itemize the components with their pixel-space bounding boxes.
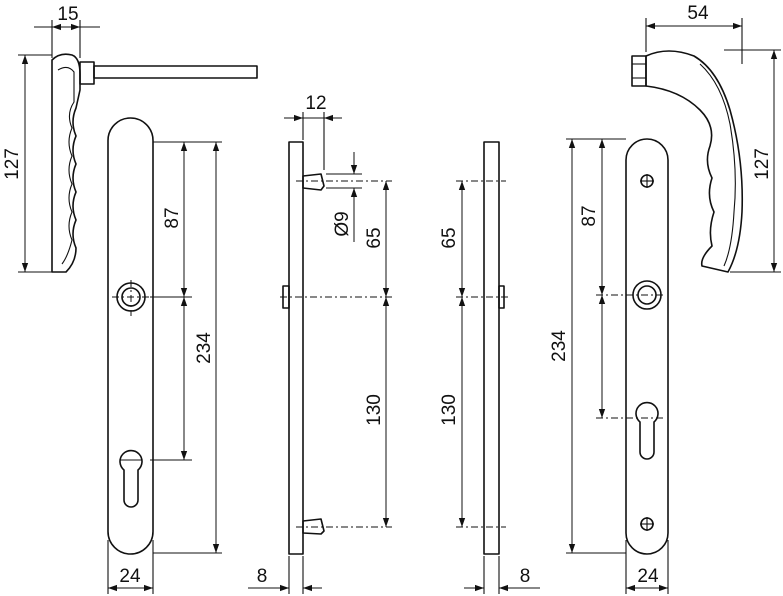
center-left-backplate-side-view: [280, 141, 392, 555]
dim-plate-thickness-left: 8: [248, 556, 322, 594]
dim-label-130-center-left: 130: [364, 394, 385, 426]
dim-label-8-right: 8: [520, 566, 531, 587]
dim-label-65-center-right: 65: [439, 227, 460, 248]
dim-spindle-offset: 12: [284, 93, 342, 170]
dim-center-right-vertical: 65 130: [439, 181, 466, 527]
dim-label-12: 12: [305, 93, 326, 114]
dim-label-127-right: 127: [752, 148, 773, 180]
dim-handle-side-width: 54: [645, 3, 743, 64]
right-handle-side-view: [631, 50, 744, 273]
left-backplate-front-view: [107, 117, 154, 555]
dim-label-234-right: 234: [549, 330, 570, 362]
dim-plate-thickness-right: 8: [464, 556, 540, 594]
dim-plate-right-vertical: 234 87: [549, 138, 626, 554]
dim-handle-height-left: 127: [2, 54, 52, 273]
dim-label-54: 54: [687, 3, 709, 24]
dim-label-24-right: 24: [637, 566, 659, 587]
dim-label-d9: Ø9: [332, 211, 353, 236]
dim-label-127-left: 127: [2, 148, 23, 180]
dim-label-15: 15: [57, 4, 78, 25]
dim-stud-diameter: Ø9: [326, 152, 362, 242]
center-right-backplate-side-view: [456, 141, 510, 555]
left-handle-side-view: [51, 53, 258, 273]
dim-plate-left-vertical: 87 234: [150, 141, 222, 554]
dim-label-87-right: 87: [579, 205, 600, 226]
dim-plate-width-left: 24: [107, 540, 154, 594]
left-cylinder-hole-icon: [119, 449, 143, 508]
dim-center-left-vertical: 65 130: [364, 181, 390, 527]
dim-label-65-center-left: 65: [364, 227, 385, 248]
dim-label-130-center-right: 130: [439, 394, 460, 426]
dim-label-8-left: 8: [257, 566, 268, 587]
dim-plate-width-right: 24: [625, 540, 669, 594]
dim-handle-front-width: 15: [34, 4, 100, 58]
right-cylinder-hole-icon: [635, 401, 659, 460]
dim-label-234-left: 234: [194, 332, 215, 364]
right-backplate-front-view: [596, 138, 669, 555]
dim-handle-height-right: 127: [724, 49, 781, 273]
dim-label-87-left: 87: [162, 207, 183, 228]
dim-label-24-left: 24: [119, 566, 141, 587]
